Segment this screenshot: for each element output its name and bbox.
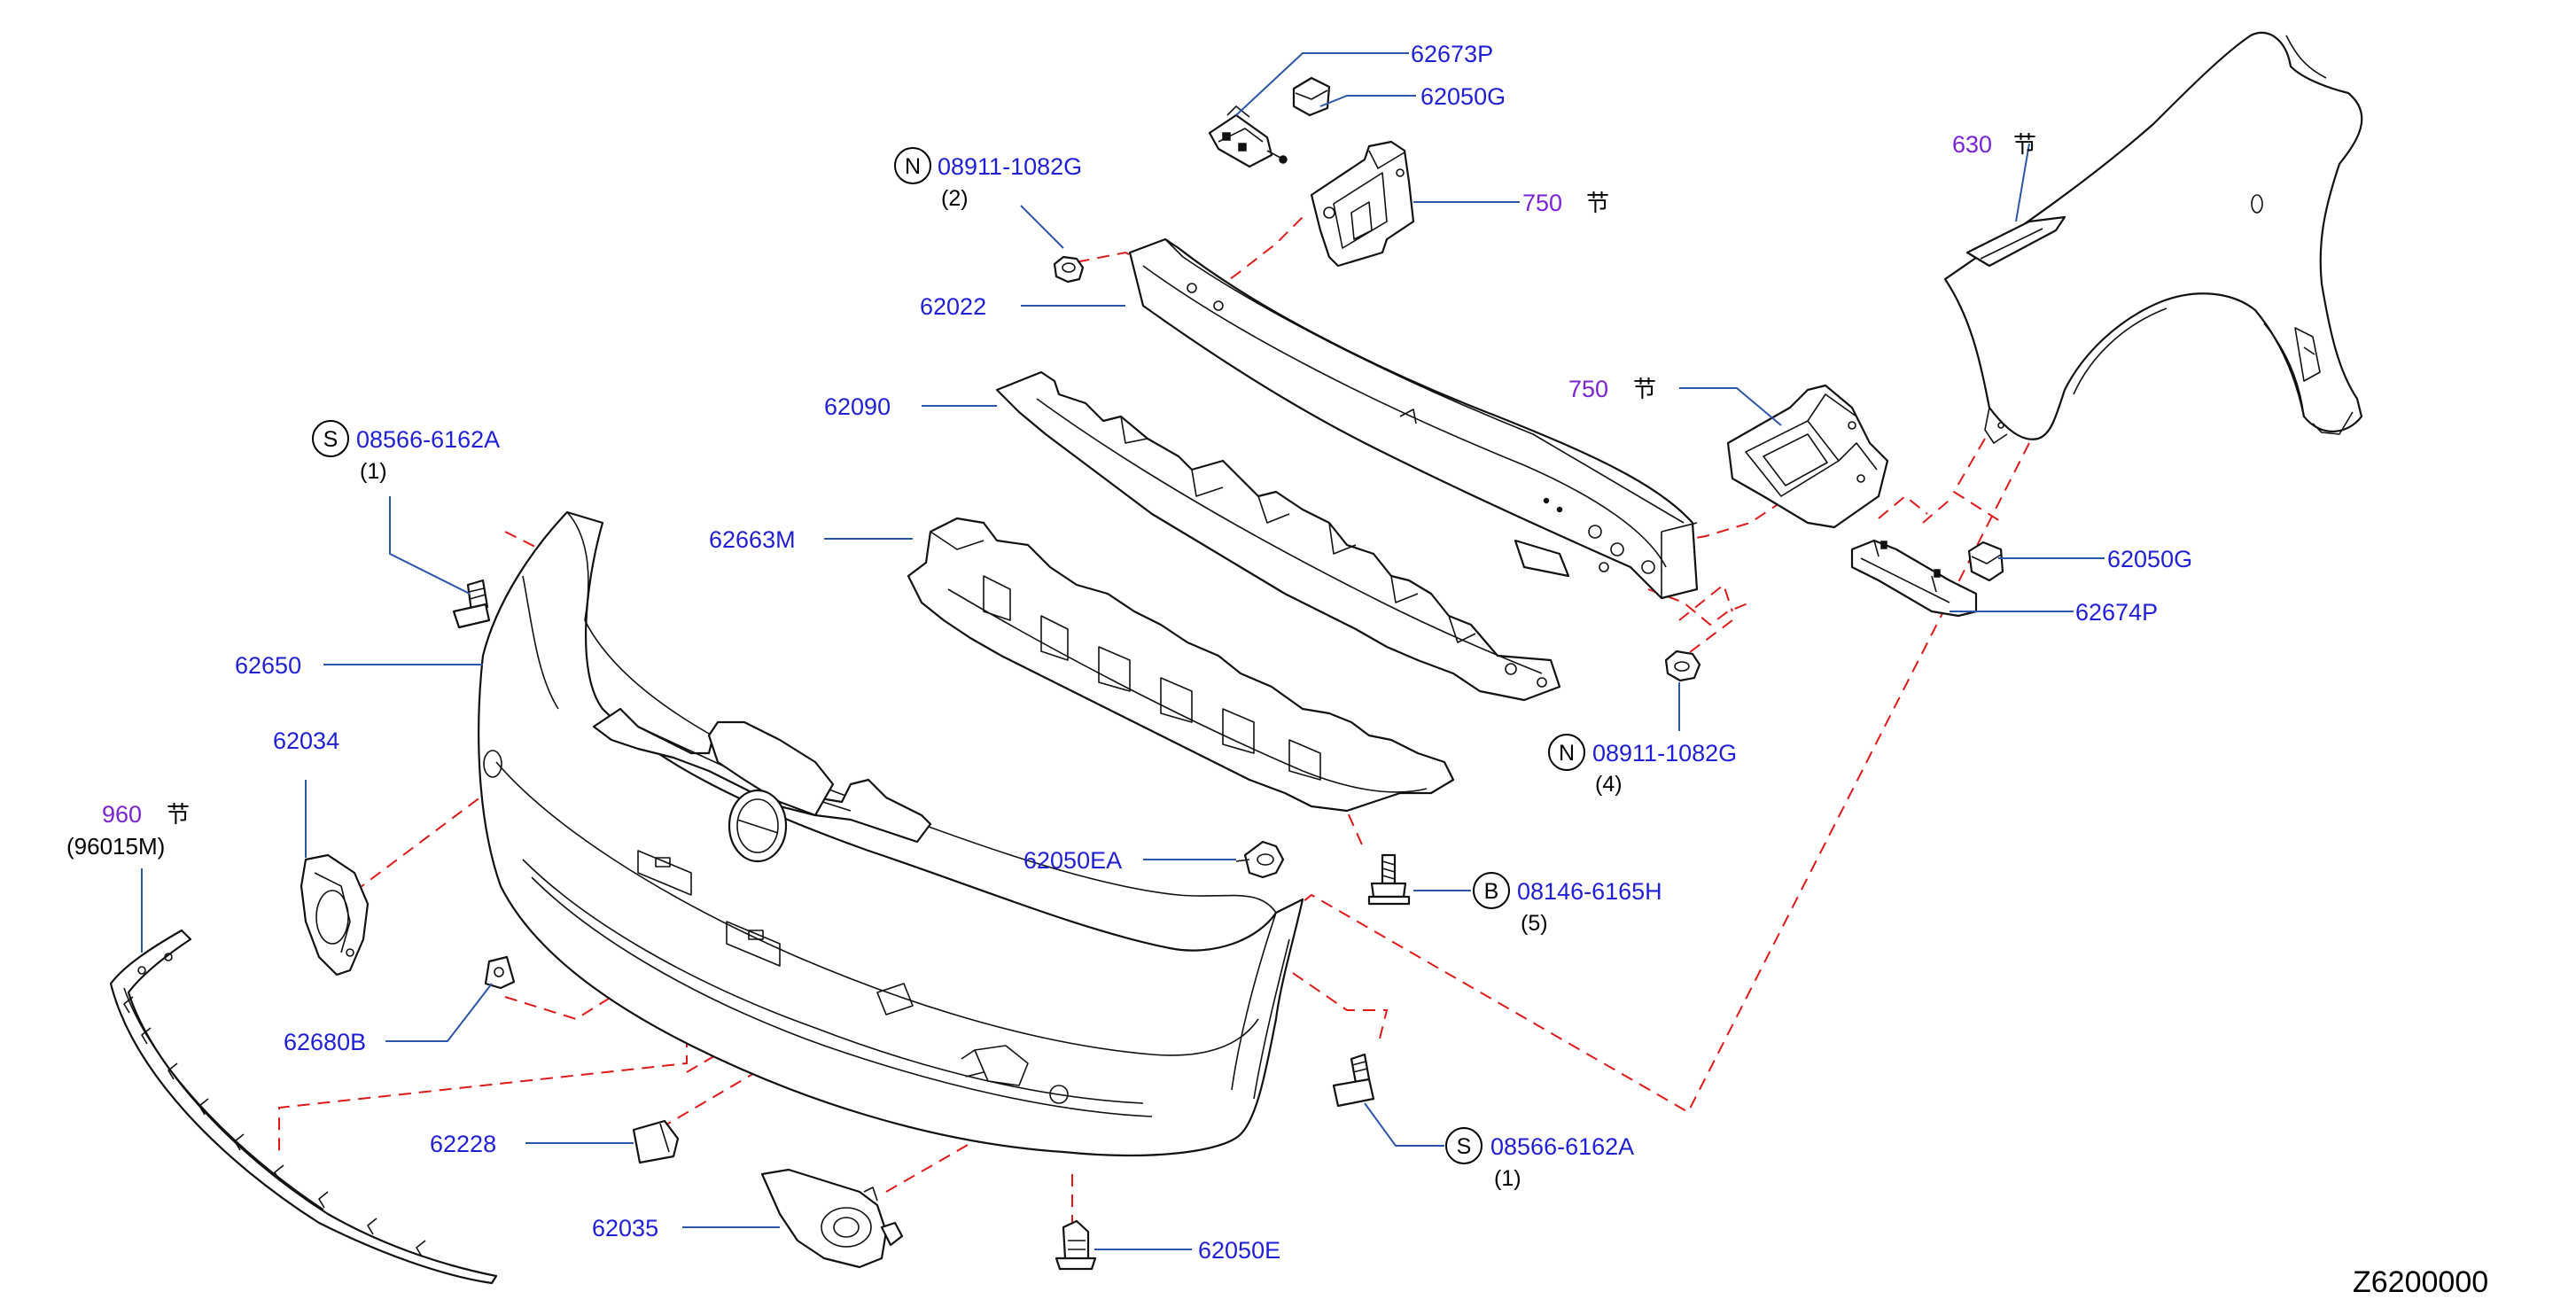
part-62022-beam	[1128, 237, 1699, 600]
part-62680B-clip	[484, 955, 516, 990]
label-62050G-right: 62050G	[2107, 546, 2192, 572]
badge-b-letter: B	[1484, 879, 1499, 904]
label-08911-1082G-mid: 08911-1082G	[1592, 740, 1737, 766]
label-62050G-top: 62050G	[1420, 83, 1506, 110]
bolt-08566-6162A-right	[1332, 1053, 1375, 1108]
badge-n-mid	[1548, 734, 1585, 771]
label-08146-6165H: 08146-6165H	[1517, 878, 1662, 905]
part-62034-fog-cover	[300, 853, 370, 977]
label-630-mark: 节	[2013, 131, 2036, 158]
badge-s-left-letter: S	[323, 427, 339, 452]
label-08911-1082G-top: 08911-1082G	[938, 153, 1082, 180]
part-62090-absorber	[995, 370, 1561, 702]
qty-n-top: (2)	[941, 186, 969, 211]
label-62035: 62035	[592, 1215, 658, 1241]
part-960-lower-spoiler	[109, 929, 498, 1285]
badge-n-top	[894, 147, 931, 184]
diagram-id: Z6200000	[2353, 1265, 2488, 1299]
part-750-bracket-top	[1310, 140, 1415, 268]
bolt-08566-6162A-left	[452, 579, 491, 629]
bolt-08146-6165H	[1367, 853, 1411, 906]
label-750-top-num: 750	[1522, 190, 1562, 216]
label-62034: 62034	[273, 728, 339, 754]
label-62228: 62228	[430, 1131, 496, 1157]
label-08566-6162A-left: 08566-6162A	[356, 426, 500, 453]
label-62650: 62650	[235, 652, 301, 679]
leader-lines	[141, 52, 2105, 1250]
label-750-mid-num: 750	[1568, 376, 1608, 402]
qty-n-mid: (4)	[1595, 772, 1623, 797]
label-62673P: 62673P	[1411, 41, 1493, 67]
label-08566-6162A-right: 08566-6162A	[1490, 1133, 1634, 1160]
qty-s-left: (1)	[360, 459, 387, 484]
badge-n-top-letter: N	[905, 154, 921, 179]
label-62050EA: 62050EA	[1023, 847, 1122, 874]
label-62680B: 62680B	[284, 1029, 366, 1055]
label-960-num: 960	[102, 801, 142, 828]
part-62050G-top	[1292, 76, 1331, 117]
part-62663M-absorber	[907, 517, 1455, 813]
label-62050E: 62050E	[1198, 1237, 1280, 1264]
part-750-bracket-mid	[1726, 384, 1889, 529]
part-62650-bumper-fascia	[478, 510, 1304, 1157]
label-750-top-mark: 节	[1586, 190, 1609, 216]
label-62090: 62090	[824, 393, 891, 420]
qty-s-right: (1)	[1494, 1166, 1521, 1191]
nut-08911-1082G-mid	[1664, 650, 1701, 682]
part-62050G-right	[1967, 541, 2004, 582]
badge-s-right	[1445, 1127, 1483, 1164]
badge-b	[1473, 872, 1510, 909]
part-62035-fog-bezel	[760, 1168, 904, 1269]
part-labels: 62673P 62050G N 08911-1082G (2) 750 节 63…	[66, 41, 2488, 1299]
nut-08911-1082G-top	[1053, 255, 1085, 284]
part-62050E-clip	[1055, 1219, 1097, 1271]
clip-62050EA	[1235, 840, 1285, 879]
spoiler-clips	[123, 953, 426, 1257]
label-960-mark: 节	[167, 801, 190, 828]
badge-s-left	[312, 420, 349, 457]
label-630-num: 630	[1952, 131, 1992, 158]
label-62022: 62022	[920, 293, 986, 320]
part-62228-cap	[632, 1119, 680, 1164]
badge-s-right-letter: S	[1457, 1134, 1472, 1159]
badge-n-mid-letter: N	[1559, 741, 1575, 766]
part-62674P-bracket	[1850, 539, 1978, 618]
label-750-mid-mark: 节	[1633, 376, 1656, 402]
label-62674P: 62674P	[2075, 599, 2158, 626]
part-62673P	[1208, 105, 1288, 168]
front-fender	[1943, 31, 2363, 444]
qty-b: (5)	[1521, 911, 1548, 936]
label-96015M: (96015M)	[66, 833, 165, 860]
label-62663M: 62663M	[709, 526, 796, 553]
